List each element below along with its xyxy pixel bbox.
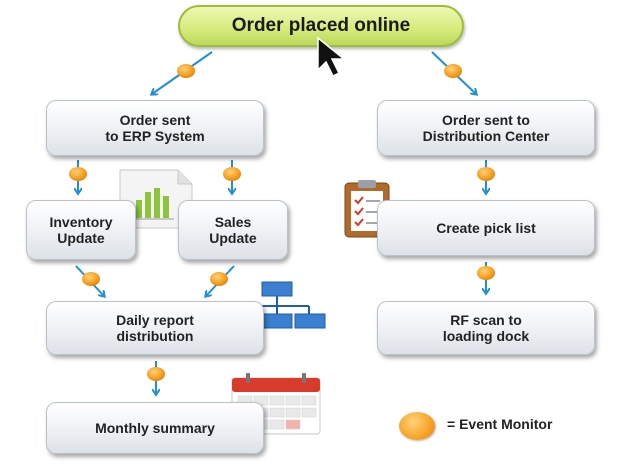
box-create-pick-list: Create pick list <box>377 200 595 256</box>
box-inventory-update-label: Inventory Update <box>49 214 113 246</box>
event-monitor-dot <box>477 266 495 280</box>
arrow-sales-to-daily <box>206 265 235 296</box>
event-monitor-dot <box>223 167 241 181</box>
box-rf-scan-label: RF scan to loading dock <box>442 312 530 344</box>
event-monitor-dot <box>210 272 228 286</box>
event-monitor-dot <box>477 167 495 181</box>
event-monitor-legend-label: = Event Monitor <box>447 416 553 432</box>
box-order-sent-erp: Order sent to ERP System <box>46 100 264 156</box>
event-monitor-dot <box>147 367 165 381</box>
box-sales-update-label: Sales Update <box>209 214 257 246</box>
event-monitor-dot <box>444 64 462 78</box>
arrow-picklist-to-rfscan <box>477 262 495 293</box>
box-sales-update: Sales Update <box>178 200 288 260</box>
event-monitor-legend-icon <box>399 412 435 440</box>
box-order-sent-erp-label: Order sent to ERP System <box>105 112 205 144</box>
box-inventory-update: Inventory Update <box>26 200 136 260</box>
box-rf-scan: RF scan to loading dock <box>377 301 595 355</box>
box-create-pick-list-label: Create pick list <box>436 220 536 236</box>
event-monitor-dot <box>82 272 100 286</box>
arrow-distribution-to-picklist <box>477 160 495 193</box>
arrow-start-to-distribution <box>431 51 476 94</box>
start-node-label: Order placed online <box>231 15 411 36</box>
box-monthly-summary: Monthly summary <box>46 402 264 454</box>
box-daily-report-label: Daily report distribution <box>116 312 194 344</box>
event-monitor-dot <box>177 64 195 78</box>
event-monitor-dot <box>69 167 87 181</box>
org-chart-icon <box>228 281 326 329</box>
box-order-sent-distribution: Order sent to Distribution Center <box>377 100 595 156</box>
arrow-erp-to-sales <box>223 160 241 193</box>
start-node-order-placed: Order placed online <box>178 5 464 47</box>
arrow-daily-to-monthly <box>147 361 165 394</box>
arrow-start-to-erp <box>152 51 213 94</box>
box-order-sent-distribution-label: Order sent to Distribution Center <box>422 112 550 144</box>
arrow-erp-to-inventory <box>69 160 87 193</box>
box-daily-report: Daily report distribution <box>46 301 264 355</box>
arrow-inventory-to-daily <box>75 265 104 296</box>
box-monthly-summary-label: Monthly summary <box>95 420 215 436</box>
